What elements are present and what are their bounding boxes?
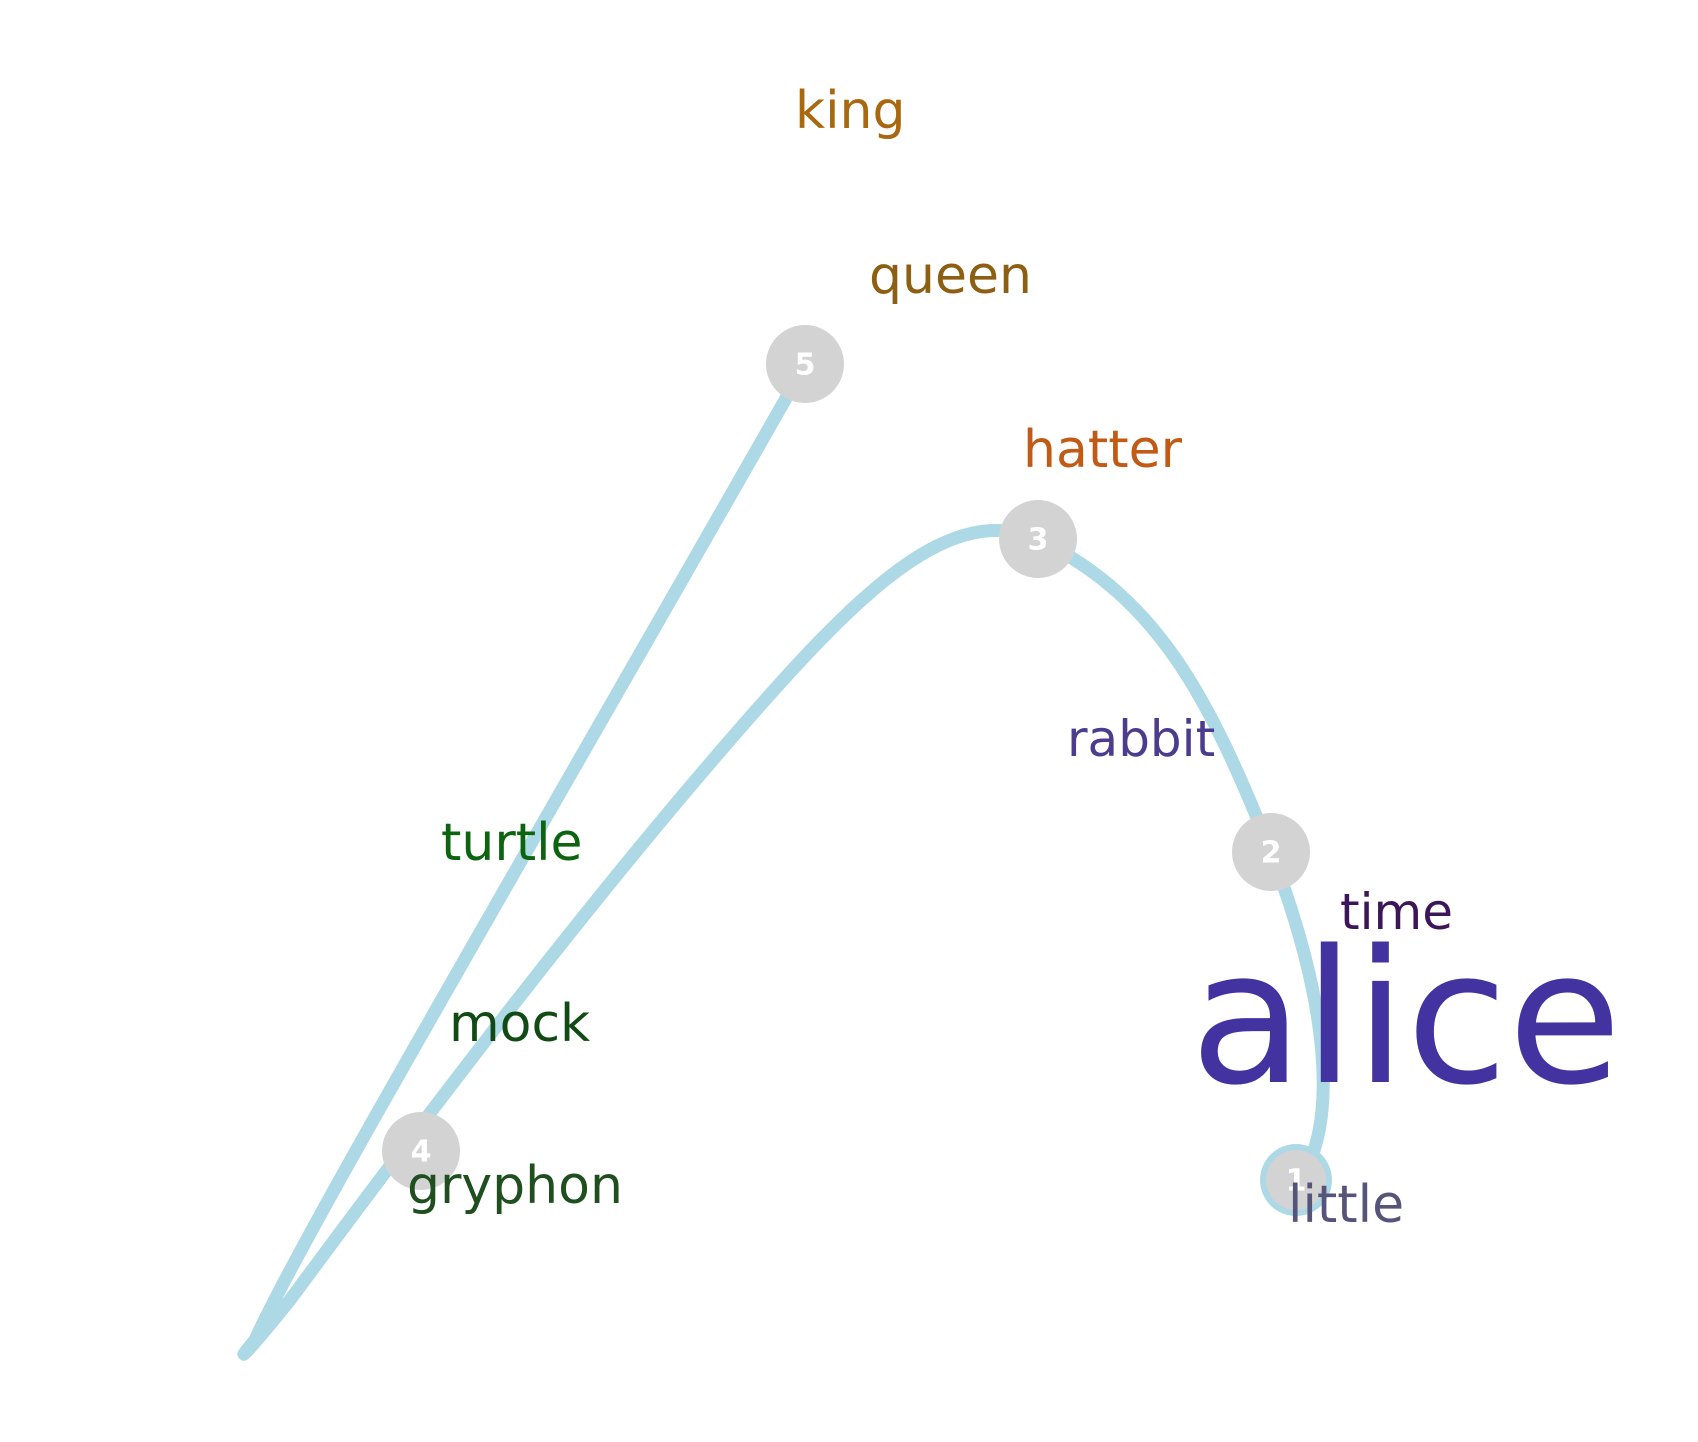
path-node-4: 4: [382, 1112, 460, 1190]
word-time: time: [1340, 883, 1453, 941]
word-queen: queen: [869, 246, 1032, 306]
word-turtle: turtle: [441, 813, 583, 873]
word-hatter: hatter: [1023, 420, 1183, 480]
path-node-circle: [1266, 1150, 1326, 1210]
connecting-path: [237, 358, 1330, 1361]
path-node-3: 3: [999, 500, 1077, 578]
path-node-circle: [382, 1112, 460, 1190]
path-node-circle: [766, 325, 844, 403]
path-node-circle: [999, 500, 1077, 578]
path-node-1: 1: [1260, 1144, 1332, 1216]
word-rabbit: rabbit: [1067, 710, 1215, 768]
path-node-5: 5: [766, 325, 844, 403]
path-node-label: 1: [1286, 1164, 1307, 1199]
word-alice: alice: [1190, 910, 1622, 1126]
path-node-label: 5: [795, 348, 816, 383]
path-node-2: 2: [1232, 813, 1310, 891]
path-node-label: 4: [411, 1135, 432, 1170]
word-gryphon: gryphon: [407, 1156, 623, 1216]
path-node-label: 3: [1028, 523, 1049, 558]
path-node-label: 2: [1261, 836, 1282, 871]
nodes-layer: 1 2 3 4 5: [382, 325, 1332, 1216]
path-node-circle: [1232, 813, 1310, 891]
word-mock: mock: [449, 994, 590, 1054]
word-little: little: [1288, 1175, 1404, 1235]
word-king: king: [795, 81, 906, 141]
